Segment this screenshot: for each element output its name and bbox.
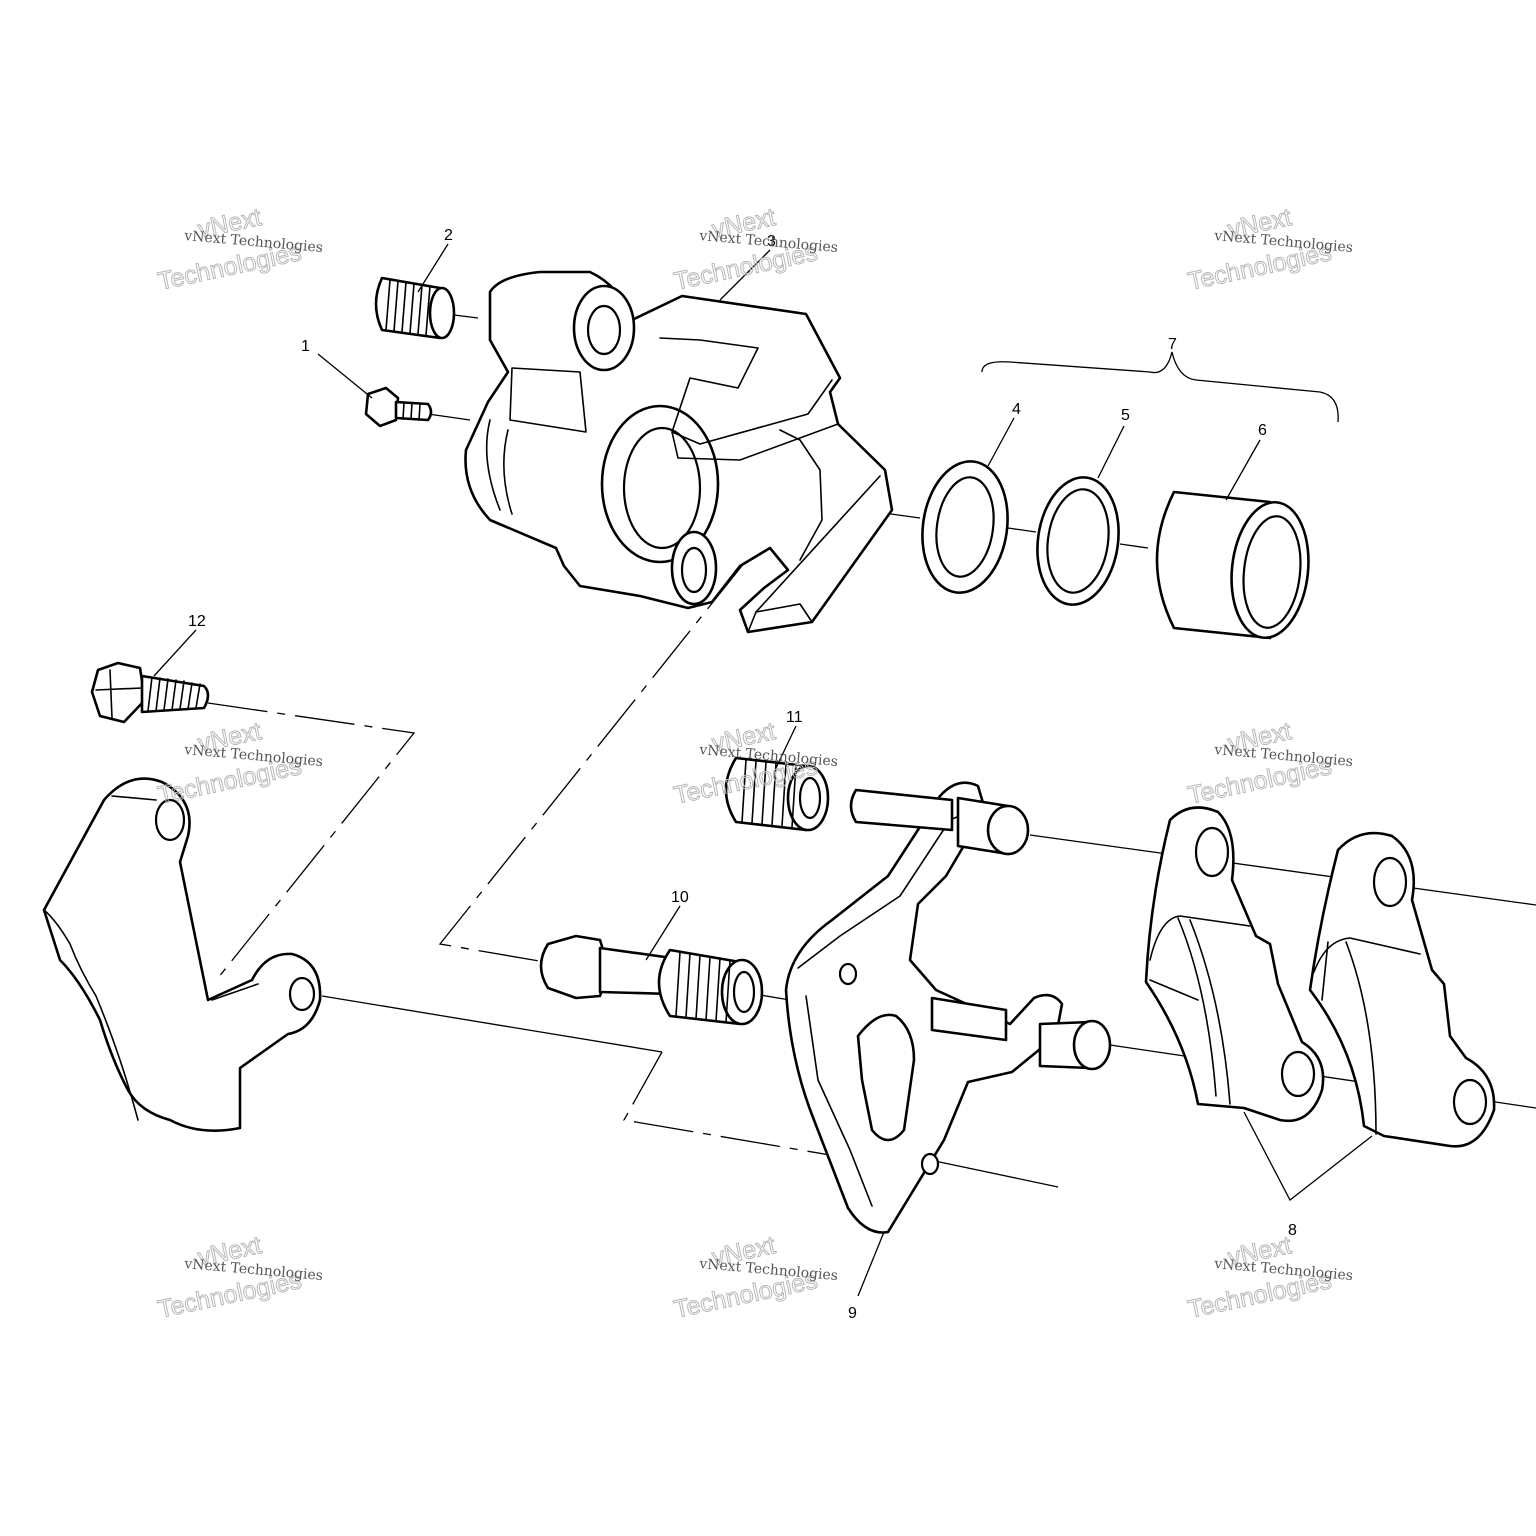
brake-pad-outer-part	[1308, 831, 1496, 1148]
leader-lines	[153, 243, 1373, 1297]
caliper-body-part	[464, 270, 894, 634]
watermark-top-center: vNext Technologies vNext Technologies	[671, 203, 839, 297]
callout-10: 10	[671, 889, 689, 906]
threaded-bushing-part	[724, 756, 830, 832]
watermark-bottom-right: vNext Technologies vNext Technologies	[1185, 1231, 1354, 1325]
callout-12: 12	[188, 613, 206, 630]
brake-pad-inner-part	[1144, 806, 1325, 1123]
hex-bolt-part	[90, 661, 210, 724]
dust-boot-ring-part	[1036, 476, 1120, 606]
bleeder-screw-part	[364, 386, 433, 428]
watermark-bottom-left: vNext Technologies vNext Technologies	[155, 1231, 324, 1325]
slide-pin-part	[539, 934, 764, 1026]
seal-ring-part	[921, 460, 1009, 594]
callout-2: 2	[444, 227, 453, 244]
callout-9: 9	[848, 1305, 857, 1322]
watermark-middle-left: vNext Technologies vNext Technologies	[155, 717, 324, 811]
callout-7: 7	[1168, 336, 1177, 353]
callout-6: 6	[1258, 422, 1267, 439]
caliper-bracket-part	[784, 781, 1112, 1234]
callout-8: 8	[1288, 1222, 1297, 1239]
callout-3: 3	[767, 233, 776, 250]
threaded-plug-part	[374, 276, 456, 340]
watermark-middle-right: vNext Technologies vNext Technologies	[1185, 717, 1354, 811]
watermark-top-left: vNext Technologies vNext Technologies	[155, 203, 324, 297]
callout-1: 1	[301, 338, 310, 355]
watermark-top-right: vNext Technologies vNext Technologies	[1185, 203, 1354, 297]
callout-4: 4	[1012, 401, 1021, 418]
callout-11: 11	[786, 709, 803, 726]
piston-part	[1155, 490, 1310, 640]
callout-labels: 1 2 3 4 5 6 7 8 9 10 11 12	[188, 227, 1297, 1322]
watermark-bottom-center: vNext Technologies vNext Technologies	[671, 1231, 839, 1325]
callout-5: 5	[1121, 407, 1130, 424]
mounting-bracket-fragment-part	[42, 777, 322, 1132]
